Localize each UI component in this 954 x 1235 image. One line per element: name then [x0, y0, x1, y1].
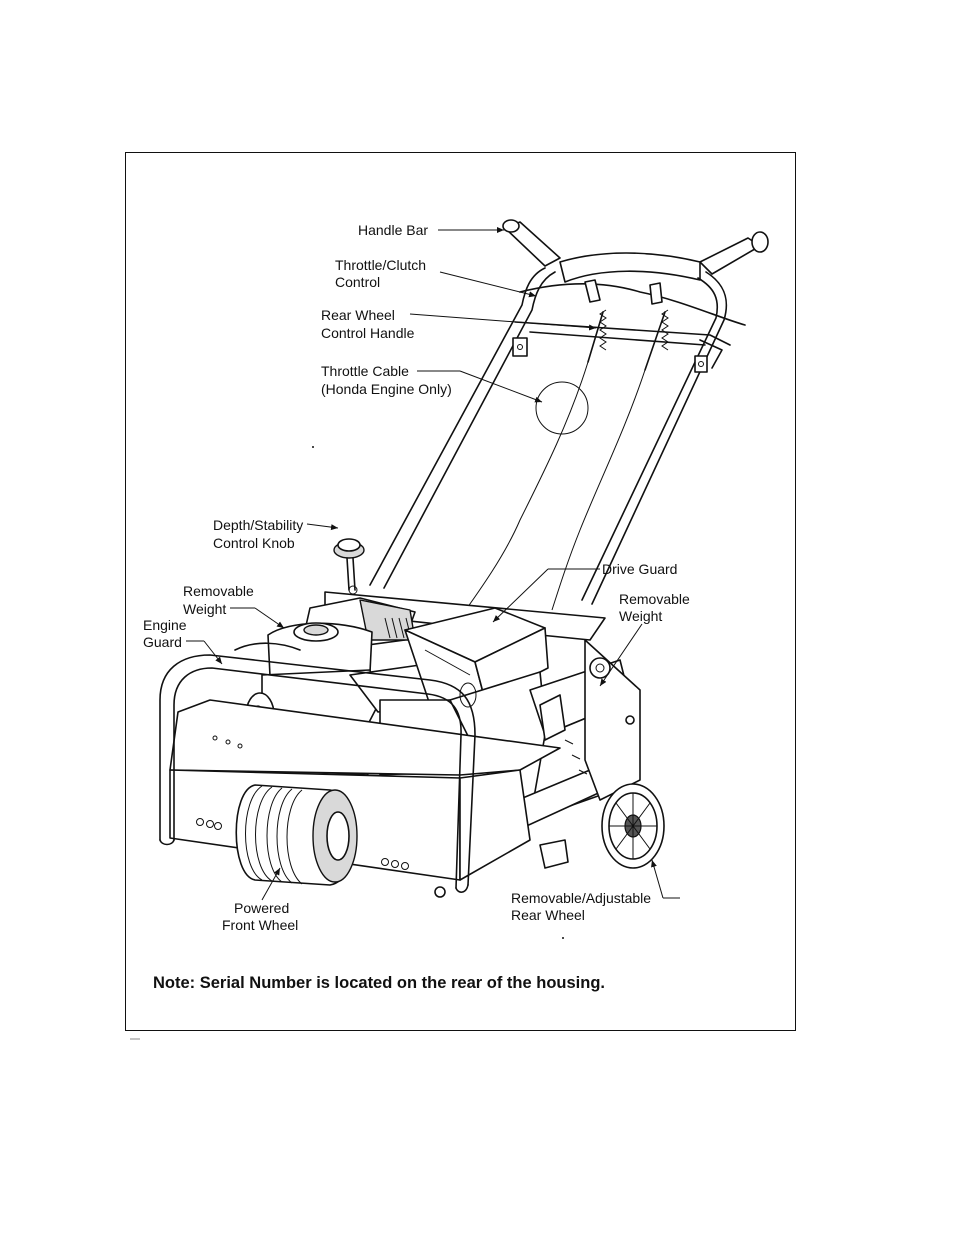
handle-frame	[370, 268, 745, 604]
label-engine-guard-line1: Engine	[143, 616, 187, 634]
label-powered-wheel-line2: Front Wheel	[222, 916, 298, 934]
label-rear-wheel-line1: Removable/Adjustable	[511, 889, 651, 907]
label-removable-weight-right-line1: Removable	[619, 590, 690, 608]
label-throttle-clutch-line2: Control	[335, 273, 380, 291]
serial-number-note: Note: Serial Number is located on the re…	[153, 974, 605, 993]
label-throttle-cable-line2: (Honda Engine Only)	[321, 380, 452, 398]
label-handle-bar: Handle Bar	[358, 221, 428, 239]
control-levers	[585, 280, 668, 370]
handle-bar-grips	[503, 220, 768, 282]
throttle-cable	[460, 362, 645, 618]
label-throttle-cable-line1: Throttle Cable	[321, 362, 409, 380]
label-removable-weight-right-line2: Weight	[619, 607, 662, 625]
label-powered-wheel-line1: Powered	[234, 899, 289, 917]
label-depth-knob-line2: Control Knob	[213, 534, 295, 552]
label-drive-guard: Drive Guard	[602, 560, 677, 578]
label-removable-weight-left-line1: Removable	[183, 582, 254, 600]
powered-front-wheel	[236, 785, 357, 885]
depth-control-knob	[334, 539, 364, 590]
label-depth-knob-line1: Depth/Stability	[213, 516, 303, 534]
label-engine-guard-line2: Guard	[143, 633, 182, 651]
label-rear-wheel-line2: Rear Wheel	[511, 906, 585, 924]
label-rear-wheel-control-line2: Control Handle	[321, 324, 414, 342]
label-throttle-clutch-line1: Throttle/Clutch	[335, 256, 426, 274]
label-rear-wheel-control-line1: Rear Wheel	[321, 306, 395, 324]
label-removable-weight-left-line2: Weight	[183, 600, 226, 618]
